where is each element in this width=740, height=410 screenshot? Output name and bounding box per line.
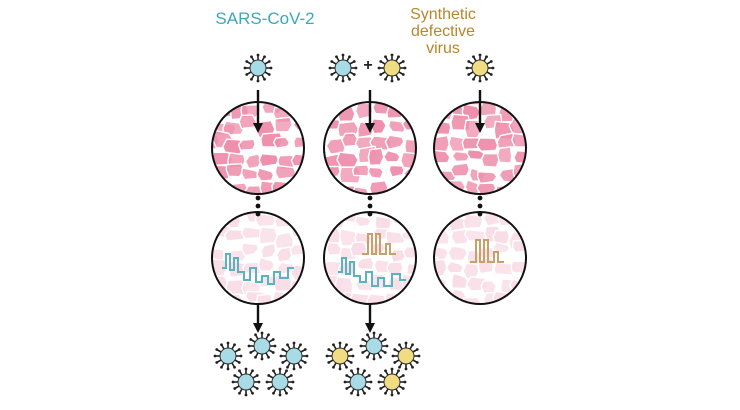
input-virus-synthetic-only-1: [465, 53, 495, 83]
viral-rna-traces: [222, 233, 504, 287]
input-virus-co-infection-1: [328, 53, 358, 83]
infected-cell-3: [433, 101, 527, 195]
label-sars-cov-2: SARS-CoV-2: [215, 9, 315, 28]
arrows: [253, 90, 485, 333]
connector-2: [367, 195, 373, 217]
viral-rna-synthetic-c3: [470, 239, 504, 263]
infected-tissue-row: [211, 101, 527, 195]
infected-cell-1: [211, 101, 305, 195]
label-synthetic-line1: Synthetic: [410, 6, 476, 23]
output-virus-co-infection-2: [359, 331, 389, 361]
input-virus-co-infection-2: [377, 53, 407, 83]
output-virus-co-infection-3: [391, 341, 421, 371]
virus-particles: [213, 53, 495, 397]
output-virus-co-infection-5: [377, 367, 407, 397]
viral-rna-sars-c1: [222, 253, 294, 285]
output-virus-sars-only-2: [247, 331, 277, 361]
output-virus-sars-only-4: [231, 367, 261, 397]
output-virus-co-infection-1: [325, 341, 355, 371]
output-virus-co-infection-4: [343, 367, 373, 397]
input-virus-sars-only-1: [243, 53, 273, 83]
connector-3: [477, 195, 483, 217]
output-virus-sars-only-5: [265, 367, 295, 397]
output-virus-sars-only-3: [279, 341, 309, 371]
label-synthetic-line3: virus: [426, 40, 460, 57]
viral-rna-sars-c2: [338, 257, 406, 287]
label-synthetic-line2: defective: [410, 23, 476, 40]
viral-rna-synthetic-c2: [362, 233, 396, 255]
connector-1: [255, 195, 261, 217]
producing-cell-1: [211, 211, 305, 305]
output-virus-sars-only-1: [213, 341, 243, 371]
label-synthetic-defective-virus: Synthetic defective virus: [388, 6, 498, 57]
dotted-connectors: [255, 195, 483, 217]
plus-sign: +: [363, 57, 373, 74]
